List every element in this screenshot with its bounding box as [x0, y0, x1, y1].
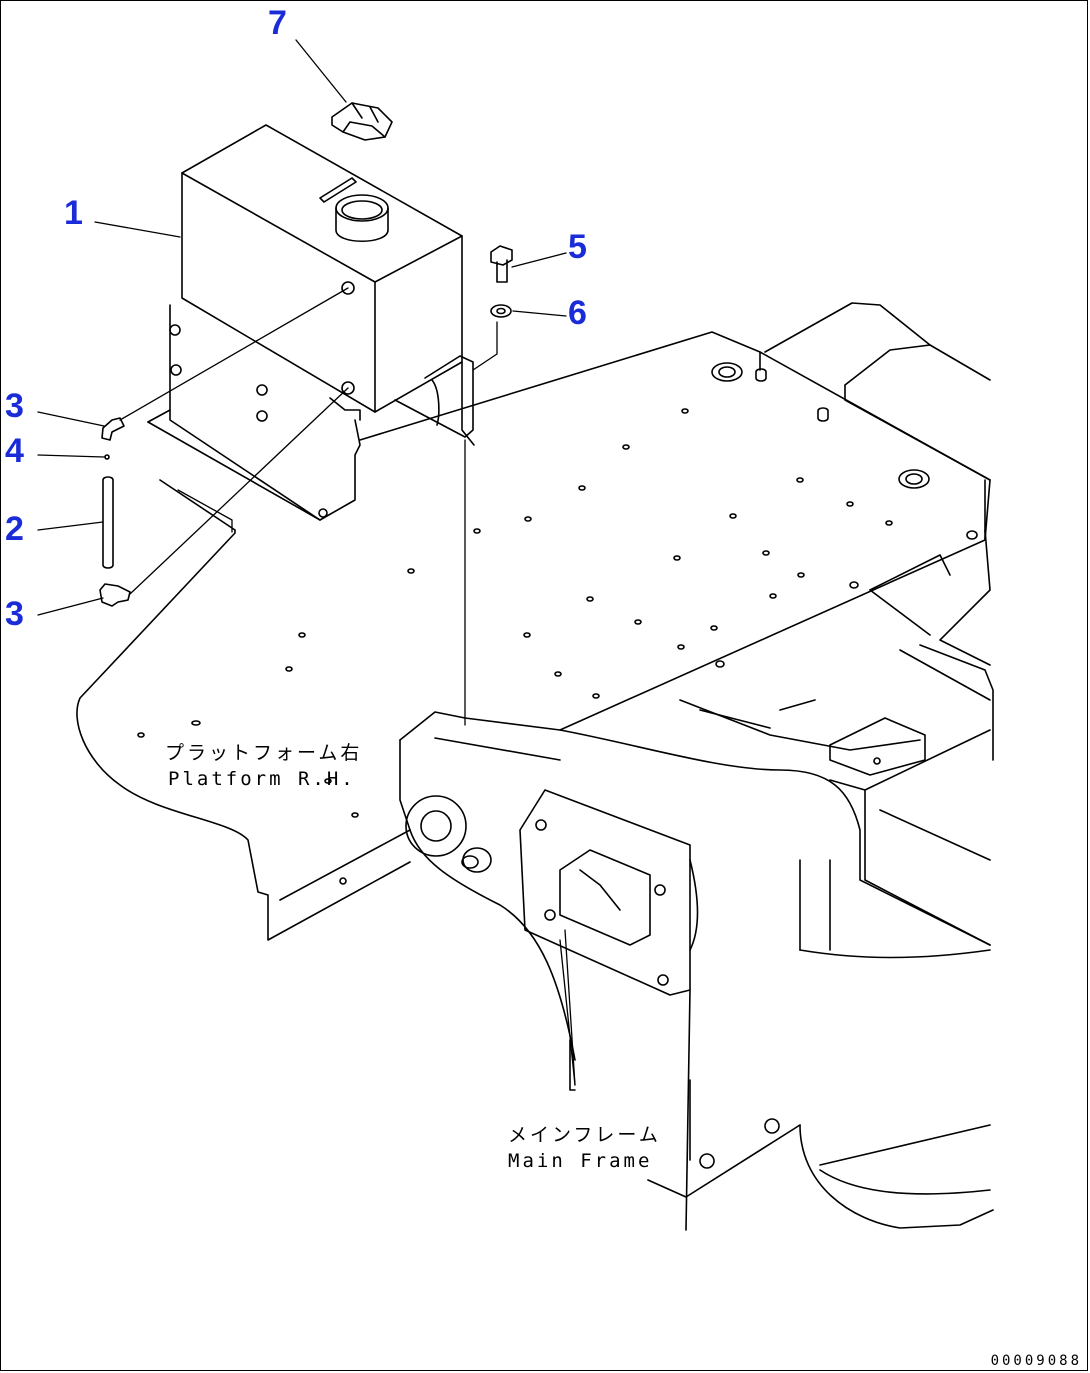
rear-frame-structure [679, 302, 994, 946]
part-1-tank [147, 124, 475, 521]
callout-6: 6 [568, 294, 587, 332]
attachment-hint-line [177, 489, 233, 533]
callout-7: 7 [268, 4, 287, 42]
drawing-code: 00009088 [990, 1353, 1082, 1369]
main-frame-body [399, 711, 991, 1231]
caption-mainframe-en: Main Frame [508, 1150, 653, 1172]
callout-3-lower: 3 [5, 595, 24, 633]
part-3-elbow-upper [101, 417, 125, 441]
platform-rh-plate [76, 479, 481, 941]
callout-1: 1 [64, 194, 83, 232]
lower-frame [647, 1079, 994, 1229]
part-7-cap [331, 102, 393, 141]
callout-5: 5 [568, 228, 587, 266]
caption-mainframe-jp: メインフレーム [508, 1124, 661, 1146]
caption-platform-en: Platform R.H. [168, 768, 356, 790]
leader-lines [37, 39, 576, 1086]
part-2-tube [102, 476, 114, 569]
caption-platform-jp: プラットフォーム右 [165, 742, 363, 764]
part-5-bolt [490, 245, 513, 283]
part-6-washer [490, 304, 512, 318]
callout-4: 4 [5, 432, 24, 470]
part-4-clip [104, 454, 110, 460]
part-3-elbow-lower [99, 583, 131, 607]
main-platform-deck [359, 331, 991, 731]
callout-2: 2 [5, 510, 24, 548]
callout-3-upper: 3 [5, 387, 24, 425]
